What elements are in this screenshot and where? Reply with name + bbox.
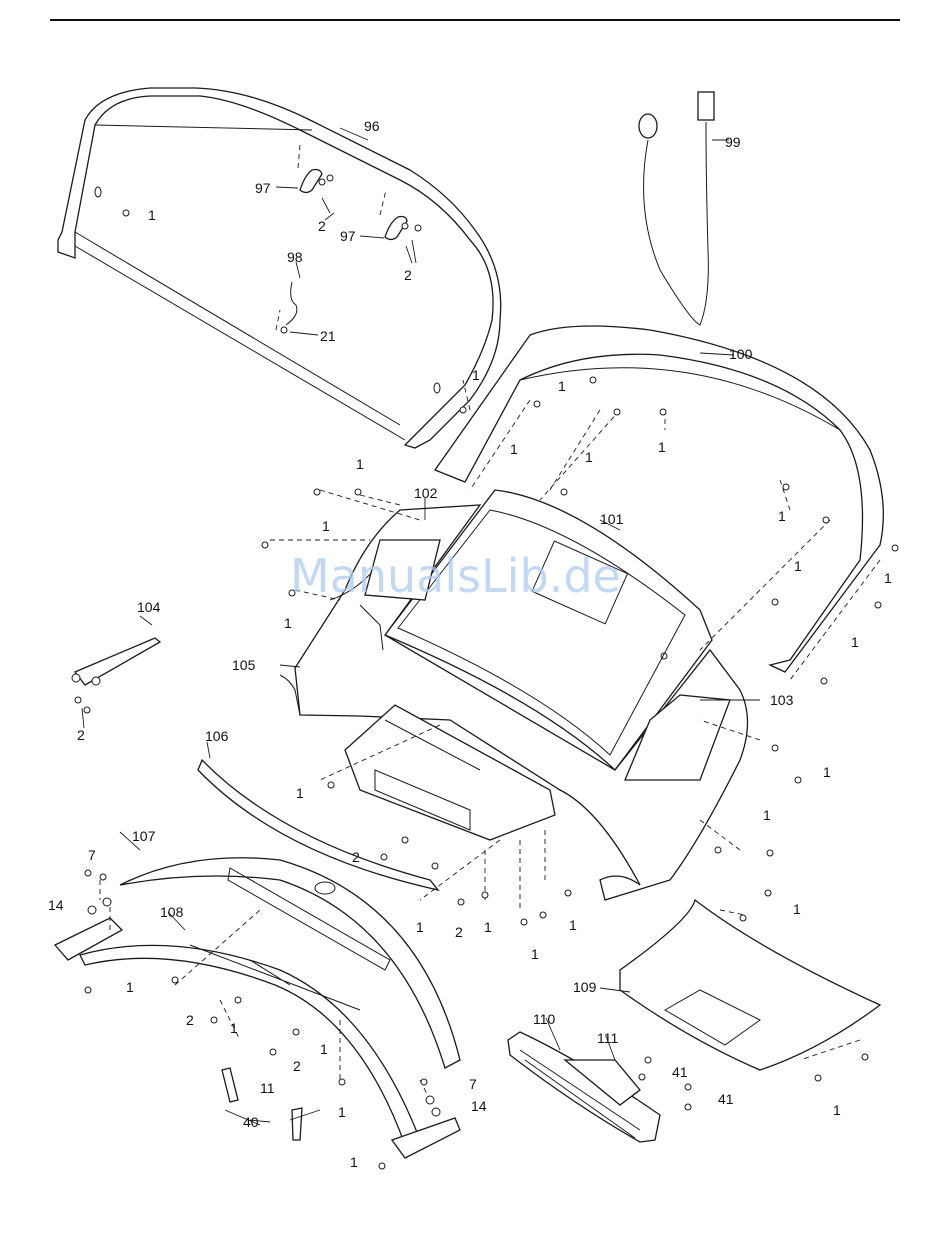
callout-2: 2 bbox=[186, 1012, 194, 1028]
callout-1: 1 bbox=[296, 785, 304, 801]
callout-1: 1 bbox=[763, 807, 771, 823]
callout-41: 41 bbox=[718, 1091, 734, 1107]
callout-1: 1 bbox=[126, 979, 134, 995]
callout-1: 1 bbox=[230, 1020, 238, 1036]
callout-1: 1 bbox=[794, 558, 802, 574]
callout-100: 100 bbox=[729, 346, 753, 362]
callout-96: 96 bbox=[364, 118, 380, 134]
callout-2: 2 bbox=[352, 849, 360, 865]
callout-107: 107 bbox=[132, 828, 156, 844]
callout-99: 99 bbox=[725, 134, 741, 150]
callout-1: 1 bbox=[833, 1102, 841, 1118]
callout-1: 1 bbox=[284, 615, 292, 631]
callout-1: 1 bbox=[558, 378, 566, 394]
callout-2: 2 bbox=[318, 218, 326, 234]
callout-41: 41 bbox=[672, 1064, 688, 1080]
callout-97: 97 bbox=[255, 180, 271, 196]
part-104-bracket bbox=[72, 638, 160, 685]
callout-101: 101 bbox=[600, 511, 624, 527]
callout-110: 110 bbox=[533, 1011, 556, 1027]
part-96-handlebar-frame bbox=[58, 88, 501, 448]
callout-106: 106 bbox=[205, 728, 229, 744]
callout-98: 98 bbox=[287, 249, 303, 265]
callout-2: 2 bbox=[404, 267, 412, 283]
callout-109: 109 bbox=[573, 979, 597, 995]
callout-1: 1 bbox=[350, 1154, 358, 1170]
callout-103: 103 bbox=[770, 692, 794, 708]
callout-14: 14 bbox=[471, 1098, 487, 1114]
callout-1: 1 bbox=[531, 946, 539, 962]
callout-1: 1 bbox=[416, 919, 424, 935]
callout-1: 1 bbox=[484, 919, 492, 935]
callout-1: 1 bbox=[793, 901, 801, 917]
part-99-safety-key bbox=[639, 92, 714, 325]
callout-1: 1 bbox=[472, 367, 480, 383]
callout-1: 1 bbox=[823, 764, 831, 780]
callout-105: 105 bbox=[232, 657, 256, 673]
callout-1: 1 bbox=[585, 449, 593, 465]
part-107-base-cover bbox=[120, 858, 460, 1068]
callout-1: 1 bbox=[322, 518, 330, 534]
callout-2: 2 bbox=[293, 1058, 301, 1074]
callout-1: 1 bbox=[569, 917, 577, 933]
callout-2: 2 bbox=[77, 727, 85, 743]
callout-1: 1 bbox=[510, 441, 518, 457]
callout-97: 97 bbox=[340, 228, 356, 244]
callout-40: 40 bbox=[243, 1114, 259, 1130]
callout-1: 1 bbox=[851, 634, 859, 650]
watermark: ManualsLib.de bbox=[290, 549, 621, 603]
callout-1: 1 bbox=[778, 508, 786, 524]
part-109-motor-hood bbox=[620, 900, 880, 1070]
callout-1: 1 bbox=[338, 1104, 346, 1120]
callout-102: 102 bbox=[414, 485, 438, 501]
part-98-wire bbox=[286, 282, 297, 325]
callout-14: 14 bbox=[48, 897, 64, 913]
callout-7: 7 bbox=[469, 1076, 477, 1092]
callout-1: 1 bbox=[148, 207, 156, 223]
callout-2: 2 bbox=[455, 924, 463, 940]
callout-108: 108 bbox=[160, 904, 184, 920]
callout-1: 1 bbox=[884, 570, 892, 586]
part-11-pins bbox=[222, 1068, 302, 1140]
callout-1: 1 bbox=[320, 1041, 328, 1057]
callout-1: 1 bbox=[658, 439, 666, 455]
callout-21: 21 bbox=[320, 328, 336, 344]
callout-7: 7 bbox=[88, 847, 96, 863]
callout-111: 111 bbox=[597, 1030, 618, 1046]
callout-104: 104 bbox=[137, 599, 161, 615]
callout-1: 1 bbox=[356, 456, 364, 472]
callout-11: 11 bbox=[260, 1080, 275, 1096]
